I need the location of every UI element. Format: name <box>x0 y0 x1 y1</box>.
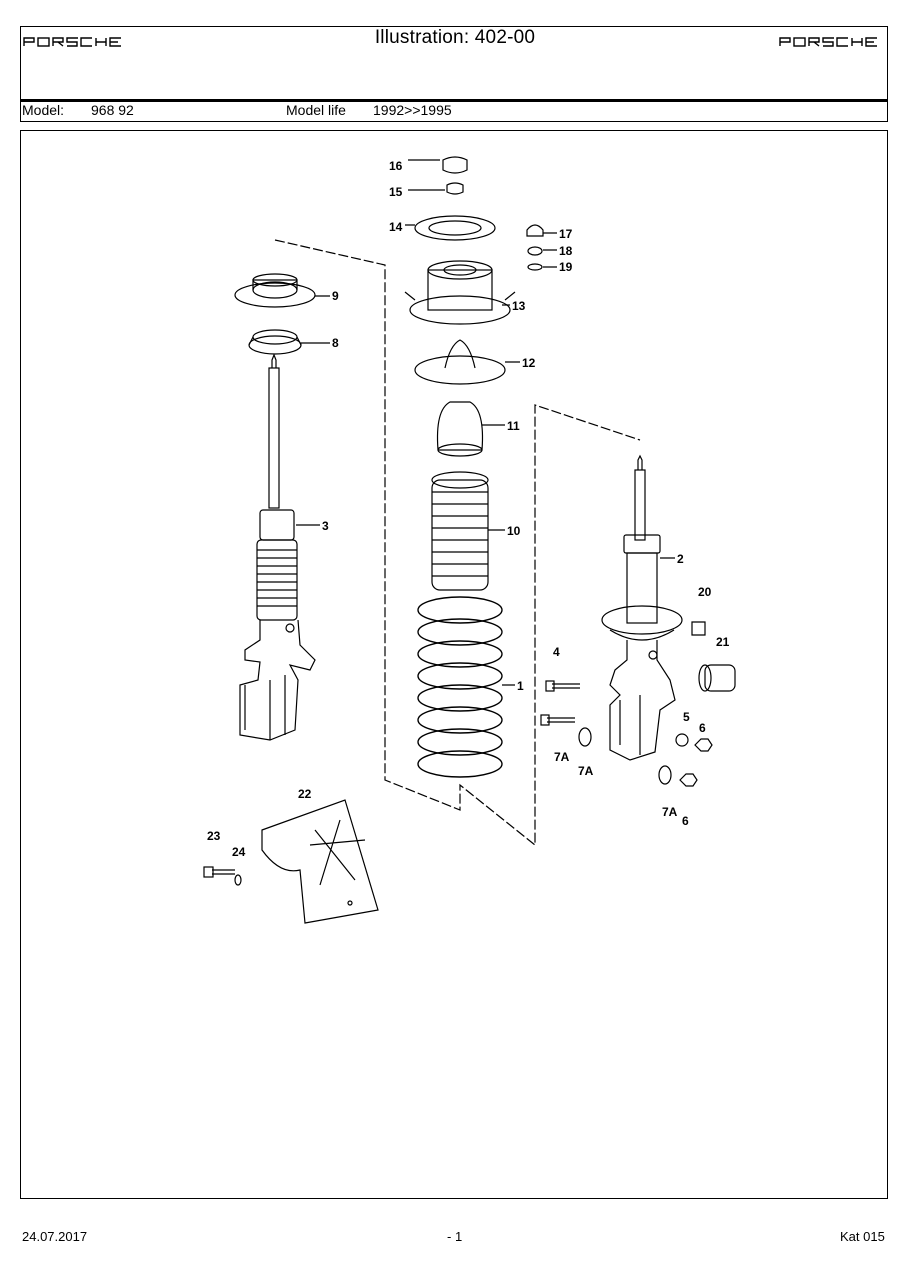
footer-page-number: - 1 <box>447 1229 463 1244</box>
header-divider <box>20 99 888 102</box>
porsche-logo-left <box>22 35 126 49</box>
callout-13: 13 <box>512 299 526 313</box>
callout-7: 7A <box>554 750 570 764</box>
callout-19: 19 <box>559 260 573 274</box>
callout-17: 17 <box>559 227 573 241</box>
callout-11: 11 <box>507 419 520 433</box>
callout-22: 22 <box>298 787 312 801</box>
callout-1: 1 <box>517 679 524 693</box>
parts-diagram: 16 15 14 17 18 19 9 13 8 12 11 3 10 2 20… <box>150 140 760 930</box>
callout-8: 8 <box>332 336 339 350</box>
model-life-value: 1992>>1995 <box>373 102 452 118</box>
callout-6-lower: 6 <box>682 814 689 828</box>
callout-10: 10 <box>507 524 521 538</box>
callout-20: 20 <box>698 585 712 599</box>
model-life-label: Model life <box>286 102 346 118</box>
footer-date: 24.07.2017 <box>22 1229 88 1244</box>
callout-6-upper: 6 <box>699 721 706 735</box>
callout-9: 9 <box>332 289 339 303</box>
callout-16: 16 <box>389 159 403 173</box>
callout-5: 5 <box>683 710 690 724</box>
model-value: 968 92 <box>91 102 134 118</box>
porsche-logo-right <box>778 35 882 49</box>
callout-15: 15 <box>389 185 403 199</box>
footer-catalog: Kat 015 <box>840 1229 885 1244</box>
callout-12: 12 <box>522 356 536 370</box>
callout-4: 4 <box>553 645 560 659</box>
callout-7a-right: 7A <box>662 805 678 819</box>
callout-23: 23 <box>207 829 221 843</box>
strut-right <box>601 454 683 761</box>
header-box <box>20 26 888 122</box>
callout-3: 3 <box>322 519 329 533</box>
callout-14: 14 <box>389 220 403 234</box>
callout-24: 24 <box>232 845 246 859</box>
callout-21: 21 <box>716 635 730 649</box>
strut-left <box>239 353 316 741</box>
callout-7a-left: 7A <box>578 764 594 778</box>
callout-2: 2 <box>677 552 684 566</box>
illustration-frame <box>20 130 888 1199</box>
model-label: Model: <box>22 102 65 118</box>
page-title: Illustration: 402-00 <box>374 27 536 48</box>
callout-18: 18 <box>559 244 573 258</box>
